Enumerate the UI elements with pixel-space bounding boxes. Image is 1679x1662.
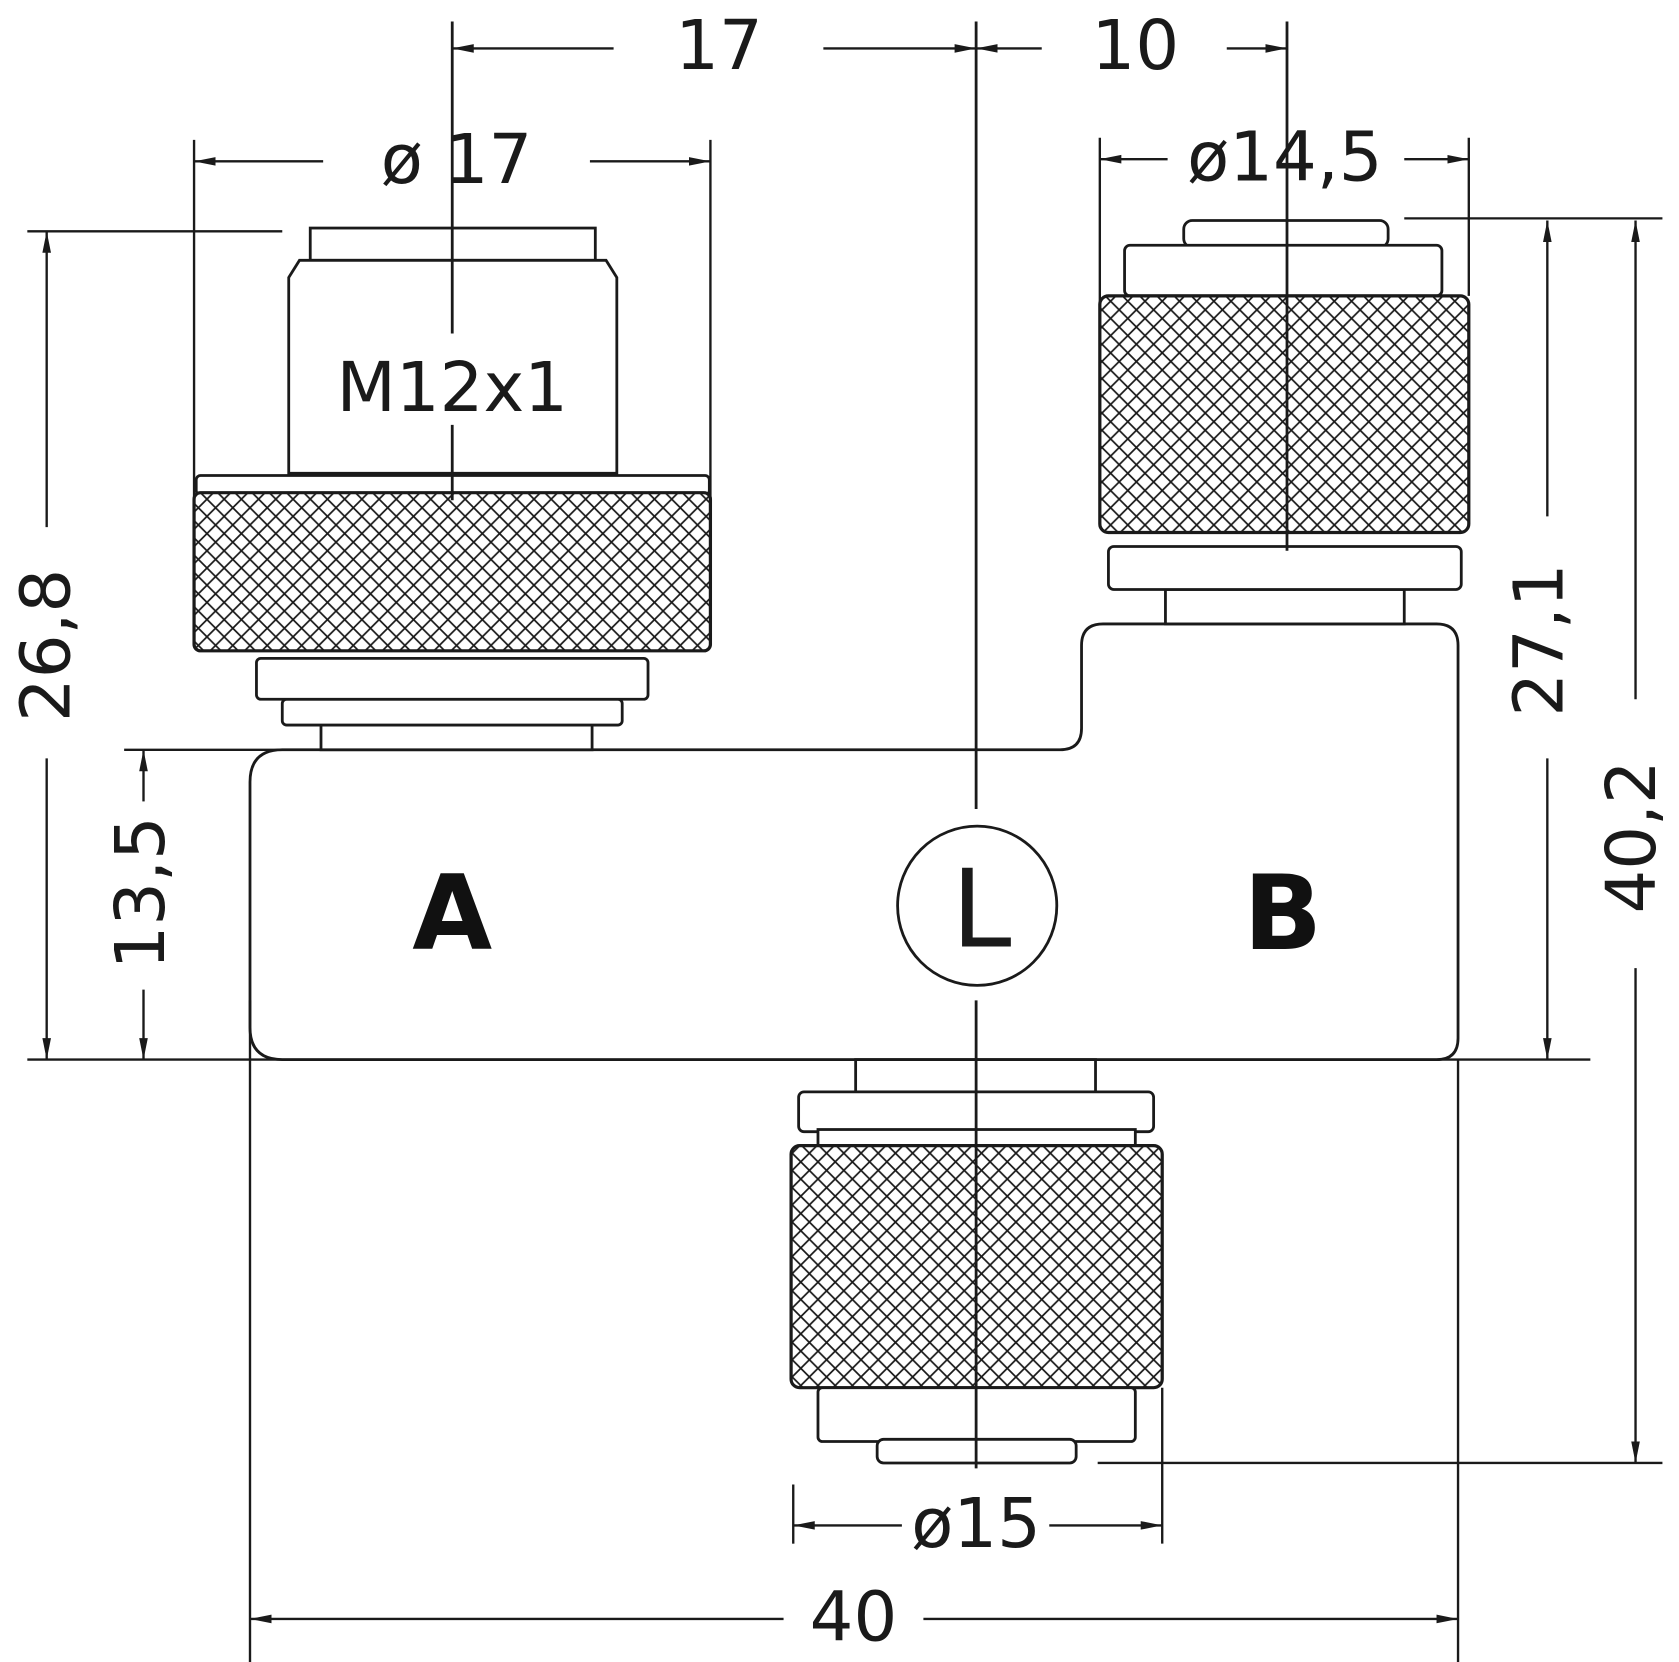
dim-total-width: 40: [810, 1577, 898, 1657]
dim-total-height: 40,2: [1592, 760, 1672, 913]
port-a-label: A: [412, 854, 492, 974]
dim-dia-port-b: ø14,5: [1187, 118, 1382, 198]
dimension-lines: [42, 44, 1640, 1624]
dim-top-offset-left: 17: [675, 6, 763, 86]
dim-top-offset-right: 10: [1092, 6, 1180, 86]
thread-label: M12x1: [336, 348, 568, 428]
port-l-circle: [896, 824, 1059, 987]
connector-b: [1098, 219, 1471, 626]
center-lines: [450, 21, 1289, 1469]
port-b-label: B: [1243, 854, 1322, 974]
dim-dia-port-a: ø 17: [381, 120, 533, 200]
port-l-label: L: [952, 848, 1012, 973]
dim-body-height: 13,5: [101, 816, 181, 969]
connector-a: [192, 226, 713, 752]
dim-height-a: 26,8: [6, 569, 86, 722]
extension-lines: [27, 137, 1663, 1662]
dim-height-b: 27,1: [1499, 563, 1579, 716]
dim-dia-port-l: ø15: [911, 1484, 1041, 1564]
